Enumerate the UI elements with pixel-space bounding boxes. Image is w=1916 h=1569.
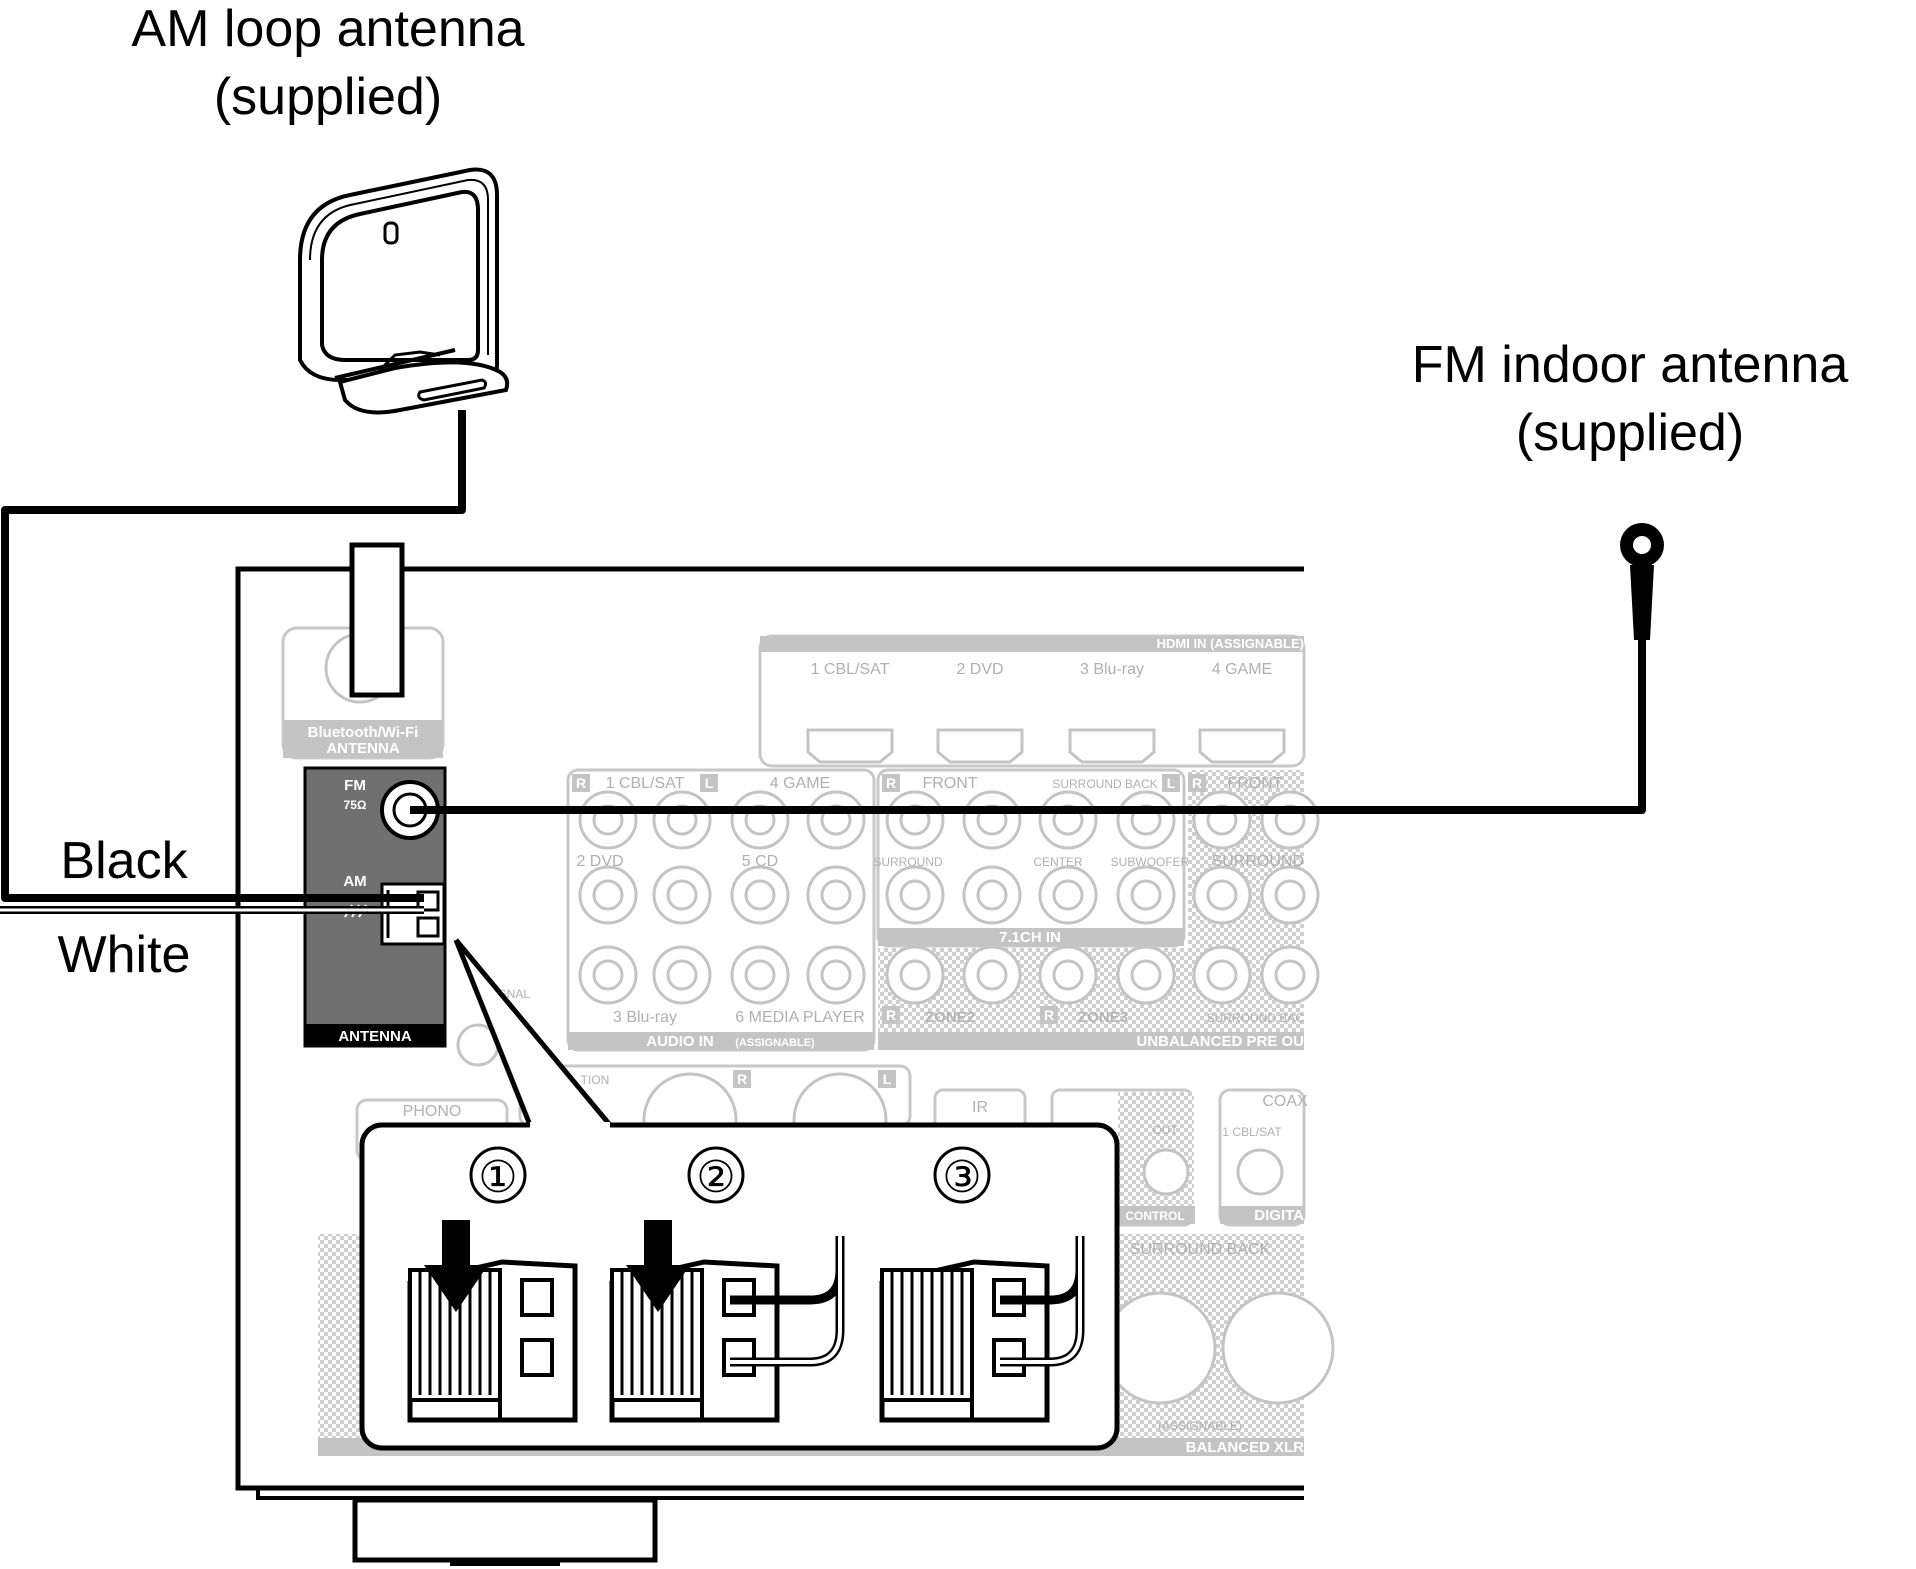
out-label: OUT <box>1152 1123 1178 1137</box>
am-antenna-label: AM loop antenna <box>131 0 524 58</box>
bt-wifi-antenna-label: ANTENNA <box>326 740 399 757</box>
digital-label: DIGITA <box>1254 1207 1304 1224</box>
unbalanced-pre-out-label: UNBALANCED PRE OU <box>1136 1033 1304 1050</box>
coax-label: COAX <box>1262 1093 1308 1110</box>
am-antenna-supplied-label: (supplied) <box>214 68 442 126</box>
antenna-panel-label: ANTENNA <box>338 1028 411 1045</box>
surround-back-bal-label: SURROUND BACK <box>1130 1241 1271 1258</box>
fm-antenna-supplied-label: (supplied) <box>1516 404 1744 462</box>
surround-pre-label: SURROUND <box>1212 853 1304 870</box>
bt-wifi-antenna-stick <box>349 542 405 698</box>
fm-terminal-label: FM <box>344 777 366 794</box>
hdmi-in-label: HDMI IN (ASSIGNABLE) <box>1157 636 1304 651</box>
hdmi-ports <box>806 728 1286 764</box>
svg-text:R: R <box>886 1007 896 1023</box>
cbl-sat-small-label: 1 CBL/SAT <box>1222 1125 1282 1139</box>
ch71-in-label: 7.1CH IN <box>999 929 1061 946</box>
ir-label: IR <box>972 1099 988 1116</box>
rl-badges: R L R L R R R <box>572 774 1206 1024</box>
tion-label: TION <box>581 1073 610 1087</box>
fm-ohm-label: 75Ω <box>344 798 367 812</box>
fm-antenna-plug-icon <box>1620 523 1664 710</box>
svg-text:R: R <box>1192 775 1202 791</box>
zone3-label: ZONE3 <box>1078 1009 1128 1026</box>
pre-out-jacks <box>885 790 1320 1005</box>
audio-top-2-label: 4 GAME <box>770 775 830 792</box>
svg-text:R: R <box>1044 1007 1054 1023</box>
hdmi-port-1-label: 1 CBL/SAT <box>811 661 890 678</box>
phono-label: PHONO <box>403 1103 462 1120</box>
front-pre-label: FRONT <box>1227 775 1282 792</box>
white-wire-label: White <box>58 926 191 984</box>
audio-row3-2-label: 6 MEDIA PLAYER <box>735 1009 865 1026</box>
step-1-terminal <box>407 1220 578 1423</box>
audio-in-assignable-label: (ASSIGNABLE) <box>735 1037 815 1049</box>
step-2-number: ② <box>696 1153 735 1202</box>
balanced-xlr-label: BALANCED XLR <box>1186 1439 1304 1456</box>
audio-row3-1-label: 3 Blu-ray <box>613 1009 677 1026</box>
subwoofer-label: SUBWOOFER <box>1111 855 1190 869</box>
svg-text:L: L <box>705 775 714 791</box>
surround-back-short-label: SURROUND BAC <box>1207 1011 1305 1025</box>
audio-top-1-label: 1 CBL/SAT <box>606 775 685 792</box>
hdmi-port-3-label: 3 Blu-ray <box>1080 661 1144 678</box>
center-label: CENTER <box>1033 855 1083 869</box>
step-2-terminal <box>609 1220 845 1423</box>
surround-label: SURROUND <box>873 855 943 869</box>
step-3-number: ③ <box>942 1153 981 1202</box>
audio-row2-2-label: 5 CD <box>742 853 778 870</box>
step-numbers: ① ② ③ <box>469 1146 991 1204</box>
l-label-lower: L <box>883 1071 892 1087</box>
surround-back-label: SURROUND BACK <box>1052 777 1157 791</box>
zone2-label: ZONE2 <box>925 1009 975 1026</box>
fm-antenna-label: FM indoor antenna <box>1412 336 1849 394</box>
step-3-terminal <box>879 1236 1085 1423</box>
am-terminal-label: AM <box>343 873 366 890</box>
audio-in-jacks <box>578 790 866 1005</box>
audio-in-label: AUDIO IN <box>646 1033 714 1050</box>
svg-text:L: L <box>1167 775 1176 791</box>
svg-text:R: R <box>886 775 896 791</box>
assignable-bal-label: (ASSIGNABLE) <box>1158 1419 1242 1433</box>
black-wire-label: Black <box>60 832 188 890</box>
hdmi-port-2-label: 2 DVD <box>956 661 1003 678</box>
hdmi-port-labels: 1 CBL/SAT 2 DVD 3 Blu-ray 4 GAME <box>811 661 1273 678</box>
control-label: CONTROL <box>1125 1209 1184 1223</box>
front-label: FRONT <box>922 775 977 792</box>
bt-wifi-label: Bluetooth/Wi-Fi <box>308 724 419 741</box>
step-1-number: ① <box>478 1153 517 1202</box>
am-loop-antenna-icon <box>298 167 510 415</box>
receiver-back-panel <box>235 566 1304 1566</box>
svg-text:R: R <box>576 775 586 791</box>
r-label-lower: R <box>737 1071 747 1087</box>
hdmi-port-4-label: 4 GAME <box>1212 661 1272 678</box>
